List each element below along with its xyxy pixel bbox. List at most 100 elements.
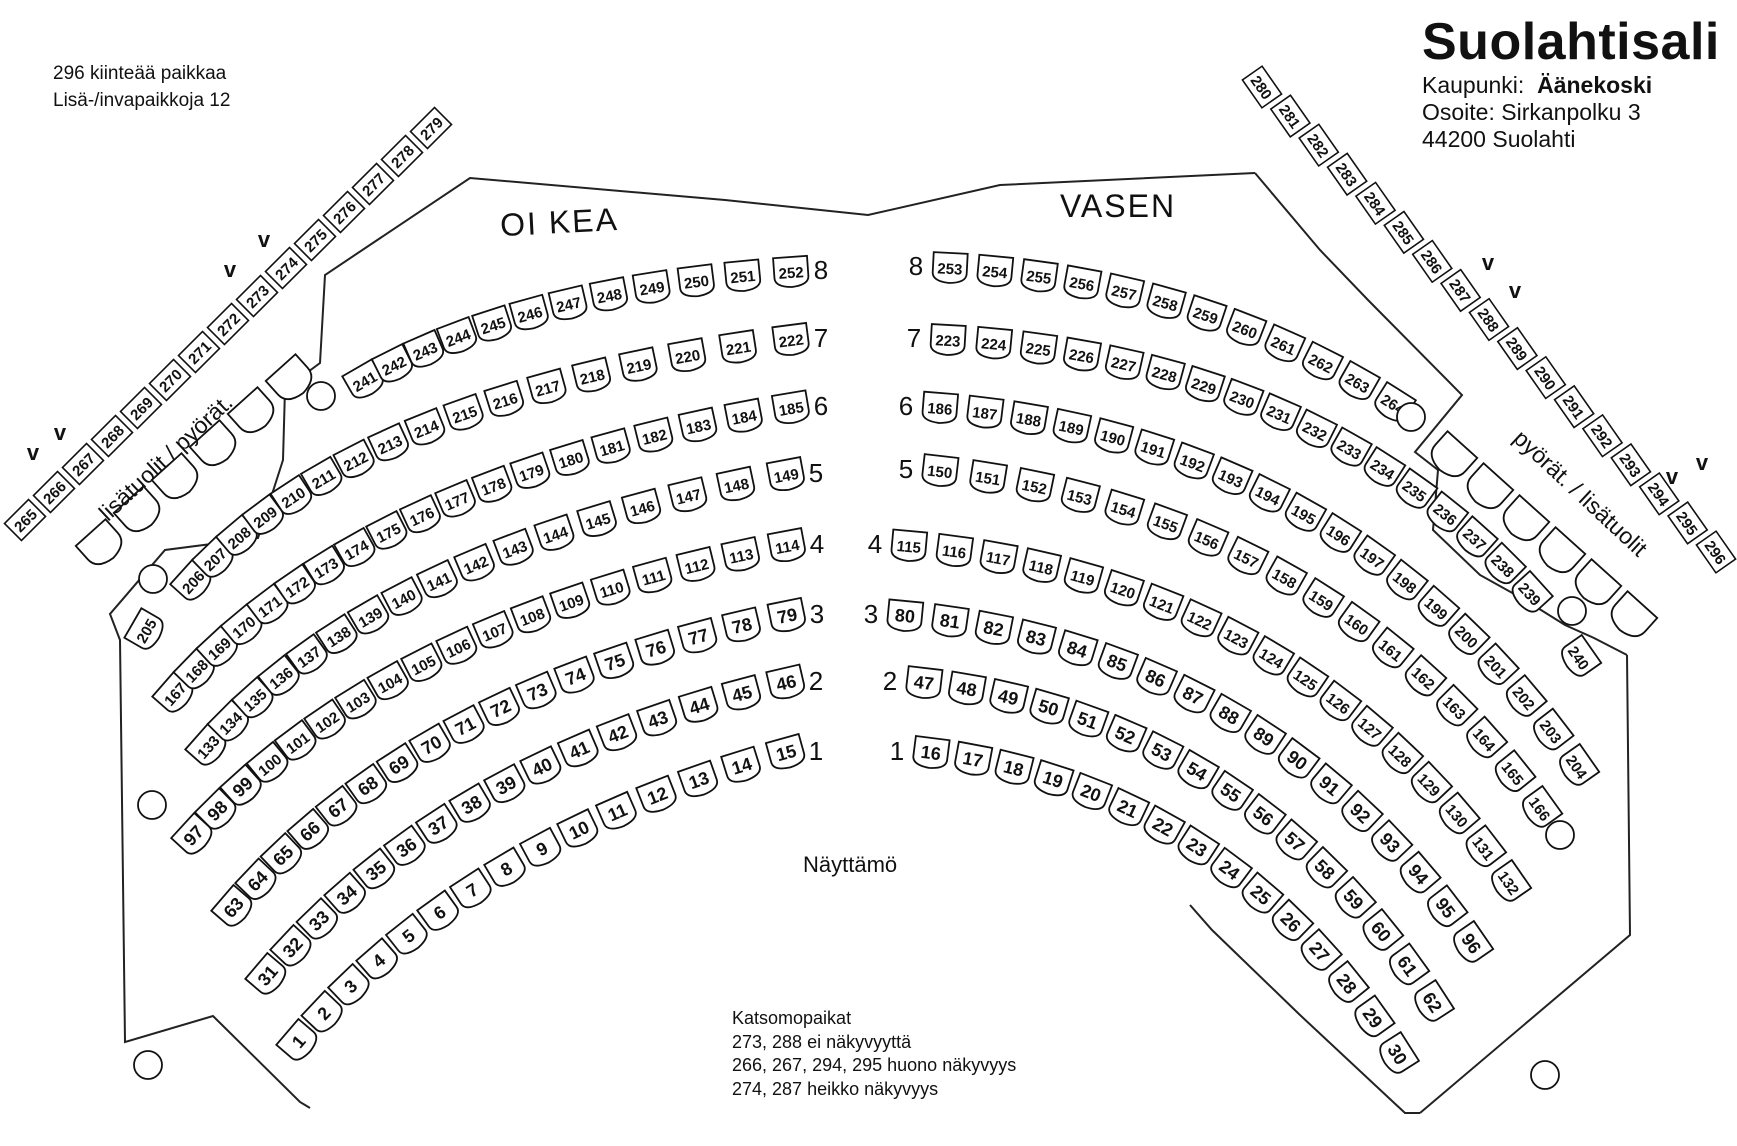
seat[interactable]: 23 [1174, 824, 1221, 870]
seat[interactable]: 87 [1171, 673, 1216, 717]
seat[interactable]: 67 [314, 784, 361, 831]
seat[interactable]: 255 [1020, 258, 1059, 293]
seat[interactable]: 70 [408, 722, 453, 767]
balcony-seat[interactable]: 284 [1354, 181, 1397, 226]
balcony-seat[interactable]: 280 [1241, 65, 1283, 109]
seat[interactable]: 28 [1324, 959, 1371, 1006]
seat[interactable]: 156 [1185, 517, 1230, 560]
seat[interactable]: 260 [1224, 307, 1268, 349]
seat[interactable]: 56 [1240, 792, 1287, 839]
seat[interactable]: 17 [953, 740, 994, 778]
seat[interactable]: 96 [1449, 919, 1495, 966]
seat[interactable]: 181 [590, 427, 632, 466]
seat[interactable]: 182 [633, 416, 674, 455]
seat[interactable]: 127 [1347, 704, 1395, 751]
seat[interactable]: 220 [667, 337, 707, 374]
seat[interactable]: 42 [595, 712, 640, 754]
seat[interactable]: 38 [448, 782, 494, 826]
seat[interactable]: 32 [268, 923, 315, 970]
seat[interactable]: 133 [183, 722, 230, 769]
seat[interactable]: 205 [123, 607, 167, 652]
seat[interactable]: 240 [1557, 633, 1603, 680]
seat[interactable]: 60 [1359, 907, 1405, 954]
seat[interactable]: 33 [295, 896, 342, 943]
seat[interactable]: 99 [218, 763, 265, 810]
seat[interactable]: 26 [1268, 898, 1315, 945]
seat[interactable]: 52 [1104, 713, 1148, 756]
seat[interactable]: 115 [890, 528, 929, 563]
balcony-seat[interactable]: 285 [1383, 210, 1425, 255]
seat[interactable]: 11 [594, 790, 639, 833]
seat[interactable]: 246 [508, 293, 550, 333]
seat[interactable]: 139 [346, 594, 392, 638]
balcony-seat[interactable]: 276 [322, 190, 366, 234]
seat[interactable]: 129 [1407, 760, 1454, 807]
seat[interactable]: 74 [553, 655, 596, 697]
seat[interactable]: 212 [332, 438, 377, 482]
seat[interactable]: 76 [634, 628, 676, 669]
seat[interactable]: 200 [1444, 612, 1491, 659]
seat[interactable]: 24 [1207, 846, 1254, 892]
seat[interactable]: 219 [618, 346, 658, 383]
seat[interactable]: 229 [1183, 364, 1226, 405]
seat[interactable]: 254 [976, 253, 1015, 288]
seat[interactable]: 192 [1172, 441, 1216, 482]
seat[interactable]: 134 [206, 698, 253, 745]
seat[interactable]: 197 [1350, 534, 1397, 580]
seat[interactable]: 173 [302, 544, 348, 589]
seat[interactable]: 227 [1104, 344, 1145, 382]
extra-seat-slot[interactable] [1425, 429, 1479, 483]
seat[interactable]: 151 [969, 459, 1009, 495]
extra-seat-slot[interactable] [226, 385, 280, 439]
seat[interactable]: 258 [1145, 282, 1187, 321]
seat[interactable]: 131 [1462, 824, 1508, 870]
seat[interactable]: 223 [929, 323, 967, 356]
balcony-seat[interactable]: 288 [1468, 297, 1510, 342]
seat[interactable]: 92 [1337, 789, 1385, 836]
seat[interactable]: 161 [1368, 626, 1415, 673]
seat[interactable]: 170 [219, 602, 266, 649]
seat[interactable]: 164 [1462, 715, 1509, 762]
seat[interactable]: 7 [448, 867, 495, 912]
seat[interactable]: 221 [718, 329, 757, 365]
seat[interactable]: 191 [1133, 428, 1176, 468]
seat[interactable]: 79 [766, 596, 807, 634]
seat[interactable]: 93 [1367, 818, 1414, 865]
seat[interactable]: 105 [399, 642, 445, 685]
seat[interactable]: 259 [1185, 294, 1228, 334]
seat[interactable]: 190 [1093, 417, 1135, 456]
seat[interactable]: 189 [1052, 407, 1093, 445]
seat[interactable]: 27 [1297, 927, 1344, 974]
seat[interactable]: 14 [720, 745, 762, 786]
seat[interactable]: 35 [352, 847, 398, 894]
seat[interactable]: 41 [556, 728, 601, 771]
seat[interactable]: 184 [723, 397, 764, 435]
seat[interactable]: 19 [1032, 759, 1075, 799]
seat[interactable]: 137 [284, 632, 331, 678]
seat[interactable]: 159 [1299, 576, 1346, 622]
seat[interactable]: 47 [905, 665, 944, 700]
seat[interactable]: 116 [935, 532, 975, 568]
seat[interactable]: 57 [1272, 818, 1319, 864]
seat[interactable]: 65 [259, 831, 306, 878]
seat[interactable]: 3 [326, 962, 373, 1009]
seat[interactable]: 71 [442, 703, 487, 747]
seat[interactable]: 176 [398, 493, 443, 537]
seat[interactable]: 242 [370, 342, 416, 386]
seat[interactable]: 18 [993, 748, 1035, 787]
seat[interactable]: 256 [1063, 264, 1103, 301]
balcony-seat[interactable]: 296 [1695, 530, 1737, 574]
balcony-seat[interactable]: 286 [1411, 239, 1453, 284]
seat[interactable]: 114 [766, 527, 807, 564]
balcony-seat[interactable]: 289 [1496, 326, 1539, 371]
seat[interactable]: 235 [1392, 467, 1439, 512]
balcony-seat[interactable]: 282 [1298, 123, 1340, 168]
seat[interactable]: 130 [1435, 791, 1482, 838]
seat[interactable]: 64 [233, 857, 280, 903]
seat[interactable]: 239 [1508, 569, 1555, 616]
seat[interactable]: 230 [1221, 377, 1265, 419]
extra-seat-slot[interactable] [112, 484, 166, 538]
balcony-seat[interactable]: 291 [1553, 384, 1595, 429]
seat[interactable]: 68 [344, 762, 390, 808]
seat[interactable]: 43 [635, 698, 679, 739]
